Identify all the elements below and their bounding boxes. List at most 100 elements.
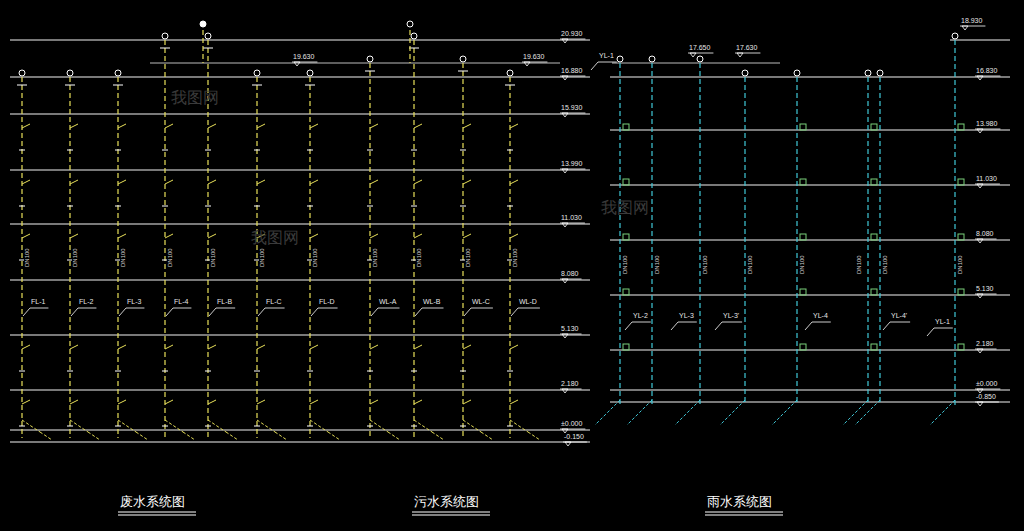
rain-hopper — [958, 234, 964, 240]
elevation-mark — [977, 402, 983, 406]
elevation-label: 11.030 — [560, 214, 583, 221]
roof-drain — [877, 70, 883, 76]
leader-line — [511, 308, 518, 316]
outlet-pipe — [88, 432, 100, 440]
roof-drain — [794, 70, 800, 76]
branch-pipe — [510, 400, 518, 404]
drain-pipe — [309, 77, 310, 438]
elevation-mark — [977, 239, 983, 243]
rain-pipe — [796, 77, 797, 405]
branch-pipe — [208, 234, 216, 238]
cleanout-mark — [162, 371, 168, 372]
branch-pipe — [165, 400, 173, 404]
leader-line — [471, 308, 493, 309]
branch-pipe — [370, 234, 378, 238]
pipe-id-label: WL-B — [422, 298, 442, 305]
branch-pipe — [463, 345, 471, 349]
elevation-mark — [562, 389, 568, 393]
drain-pipe — [462, 63, 463, 438]
floor-line — [10, 77, 590, 78]
roof-drain — [952, 33, 958, 39]
branch-pipe — [370, 345, 378, 349]
outlet-pipe — [183, 432, 195, 440]
rain-hopper — [871, 289, 877, 295]
drain-pipe — [509, 77, 510, 438]
cleanout-mark — [460, 426, 466, 427]
elevation-label: -0.150 — [563, 433, 585, 440]
elevation-mark — [977, 349, 983, 353]
cleanout-mark — [115, 150, 121, 151]
pipe-mark — [505, 85, 515, 86]
elevation-mark — [690, 53, 696, 57]
outlet-pipe — [257, 420, 275, 432]
cleanout-mark — [507, 371, 513, 372]
leader-line — [518, 308, 540, 309]
cleanout-mark — [367, 371, 373, 372]
elevation-label: 11.030 — [975, 175, 998, 182]
pipe-id-label: FL-2 — [78, 298, 94, 305]
branch-pipe — [370, 180, 378, 184]
branch-pipe — [510, 180, 518, 184]
pipe-id-label: YL-3 — [678, 312, 695, 319]
pipe-id-label: FL-3 — [126, 298, 142, 305]
cleanout-mark — [115, 426, 121, 427]
cleanout-mark — [205, 371, 211, 372]
leader-line — [126, 308, 144, 309]
pipe-size-label: DN100 — [856, 254, 862, 275]
vent-cap — [200, 21, 206, 27]
floor-line — [10, 390, 590, 391]
rain-hopper — [871, 179, 877, 185]
branch-pipe — [70, 400, 78, 404]
elevation-mark — [562, 279, 568, 283]
leader-line — [715, 322, 722, 330]
branch-pipe — [414, 234, 422, 238]
floor-line — [150, 63, 560, 64]
rain-hopper — [800, 344, 806, 350]
vent-cap — [162, 33, 168, 39]
floor-line — [610, 295, 1010, 296]
elevation-label: 8.080 — [560, 270, 580, 277]
floor-line — [10, 430, 590, 431]
cleanout-mark — [19, 150, 25, 151]
rain-hopper — [800, 124, 806, 130]
pipe-id-label: YL-1 — [598, 52, 615, 59]
drain-pipe — [256, 77, 257, 438]
branch-pipe — [208, 345, 216, 349]
floor-line — [610, 77, 1010, 78]
branch-pipe — [370, 124, 378, 128]
pipe-size-label: DN100 — [957, 254, 963, 275]
branch-pipe — [257, 180, 265, 184]
vent-cap — [507, 70, 513, 76]
rain-hopper — [958, 124, 964, 130]
cleanout-mark — [307, 150, 313, 151]
rain-hopper — [958, 289, 964, 295]
elevation-label: 8.080 — [975, 230, 995, 237]
cleanout-mark — [67, 371, 73, 372]
pipe-size-label: DN100 — [312, 247, 318, 268]
vent-cap — [205, 33, 211, 39]
roof-drain — [697, 56, 703, 62]
pipe-id-label: WL-D — [518, 298, 538, 305]
elevation-mark — [977, 294, 983, 298]
watermark: 我图网 — [170, 90, 220, 106]
branch-pipe — [70, 234, 78, 238]
outlet-pipe — [388, 432, 400, 440]
pipe-size-label: DN100 — [372, 247, 378, 268]
cleanout-mark — [507, 206, 513, 207]
outlet-pipe — [414, 420, 432, 432]
branch-pipe — [370, 400, 378, 404]
pipe-mark — [203, 48, 213, 49]
leader-line — [30, 308, 48, 309]
outlet-pipe — [772, 400, 797, 425]
outlet-pipe — [481, 432, 493, 440]
floor-line — [612, 63, 780, 64]
pipe-mark — [252, 85, 262, 86]
drain-pipe — [117, 77, 118, 438]
pipe-id-label: FL-C — [265, 298, 283, 305]
outlet-pipe — [70, 420, 88, 432]
elevation-mark — [562, 113, 568, 117]
rain-pipe — [651, 63, 652, 405]
pipe-size-label: DN100 — [167, 247, 173, 268]
cleanout-mark — [367, 426, 373, 427]
cleanout-mark — [367, 150, 373, 151]
